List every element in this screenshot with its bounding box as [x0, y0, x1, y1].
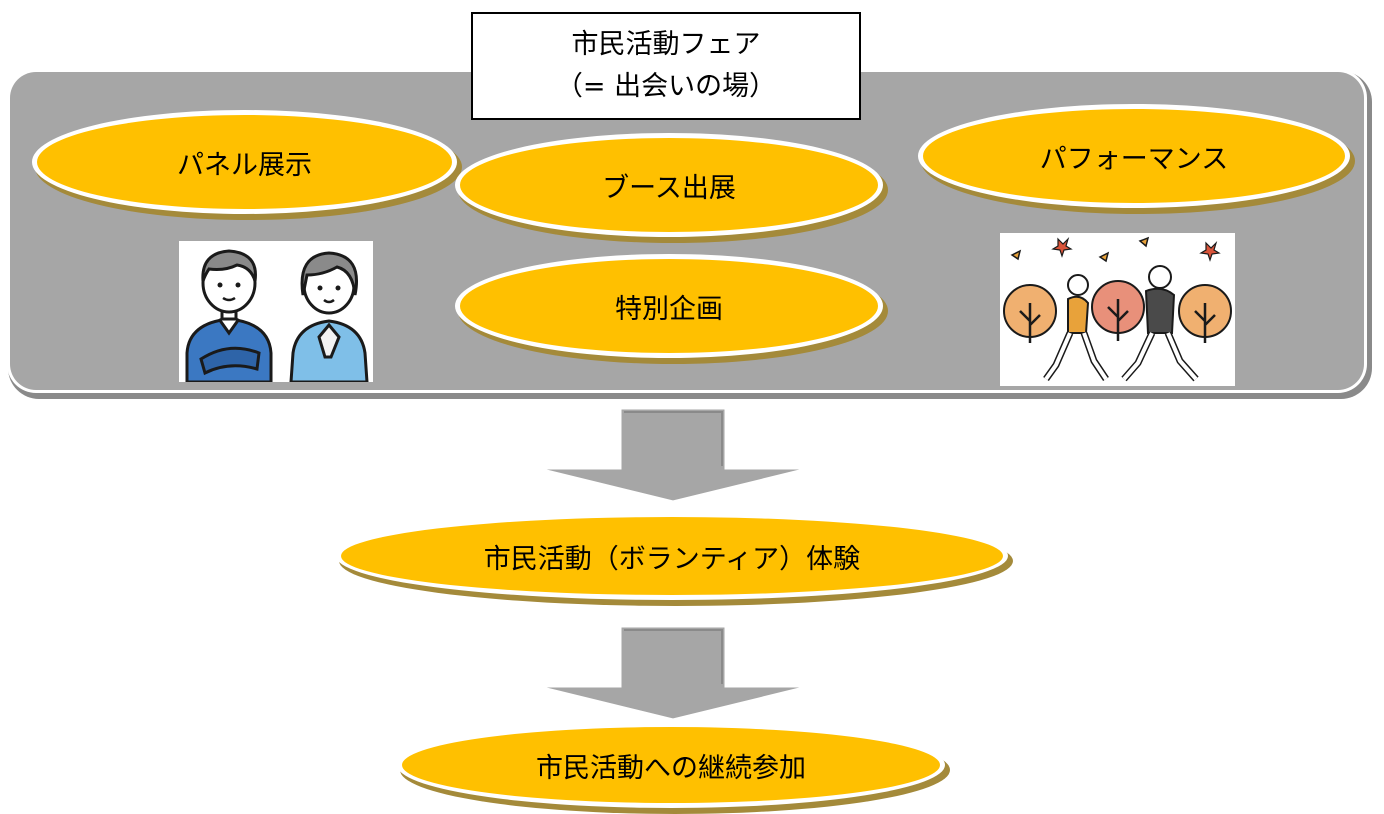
continued-participation-label: 市民活動への継続参加: [536, 752, 806, 784]
booth-label: ブース出展: [602, 172, 736, 204]
fair-title: 市民活動フェア: [571, 29, 761, 61]
panel-exhibit-label: パネル展示: [177, 149, 312, 181]
two-people-illustration: [179, 241, 373, 384]
special-event-oval: 特別企画: [455, 254, 883, 358]
panel-exhibit-oval: パネル展示: [32, 110, 457, 214]
continued-participation-oval: 市民活動への継続参加: [397, 722, 945, 808]
booth-oval: ブース出展: [455, 133, 883, 237]
special-event-label: 特別企画: [615, 293, 723, 325]
walking-couple-illustration: [1000, 233, 1235, 386]
down-arrow-icon: [534, 408, 812, 502]
down-arrow-icon: [534, 626, 812, 720]
fair-title-box: 市民活動フェア （= 出会いの場）: [471, 12, 861, 120]
performance-label: パフォーマンス: [1039, 143, 1229, 175]
experience-oval: 市民活動（ボランティア）体験: [336, 512, 1008, 600]
performance-oval: パフォーマンス: [918, 104, 1350, 208]
experience-label: 市民活動（ボランティア）体験: [483, 543, 861, 575]
fair-subtitle: （= 出会いの場）: [555, 71, 777, 102]
